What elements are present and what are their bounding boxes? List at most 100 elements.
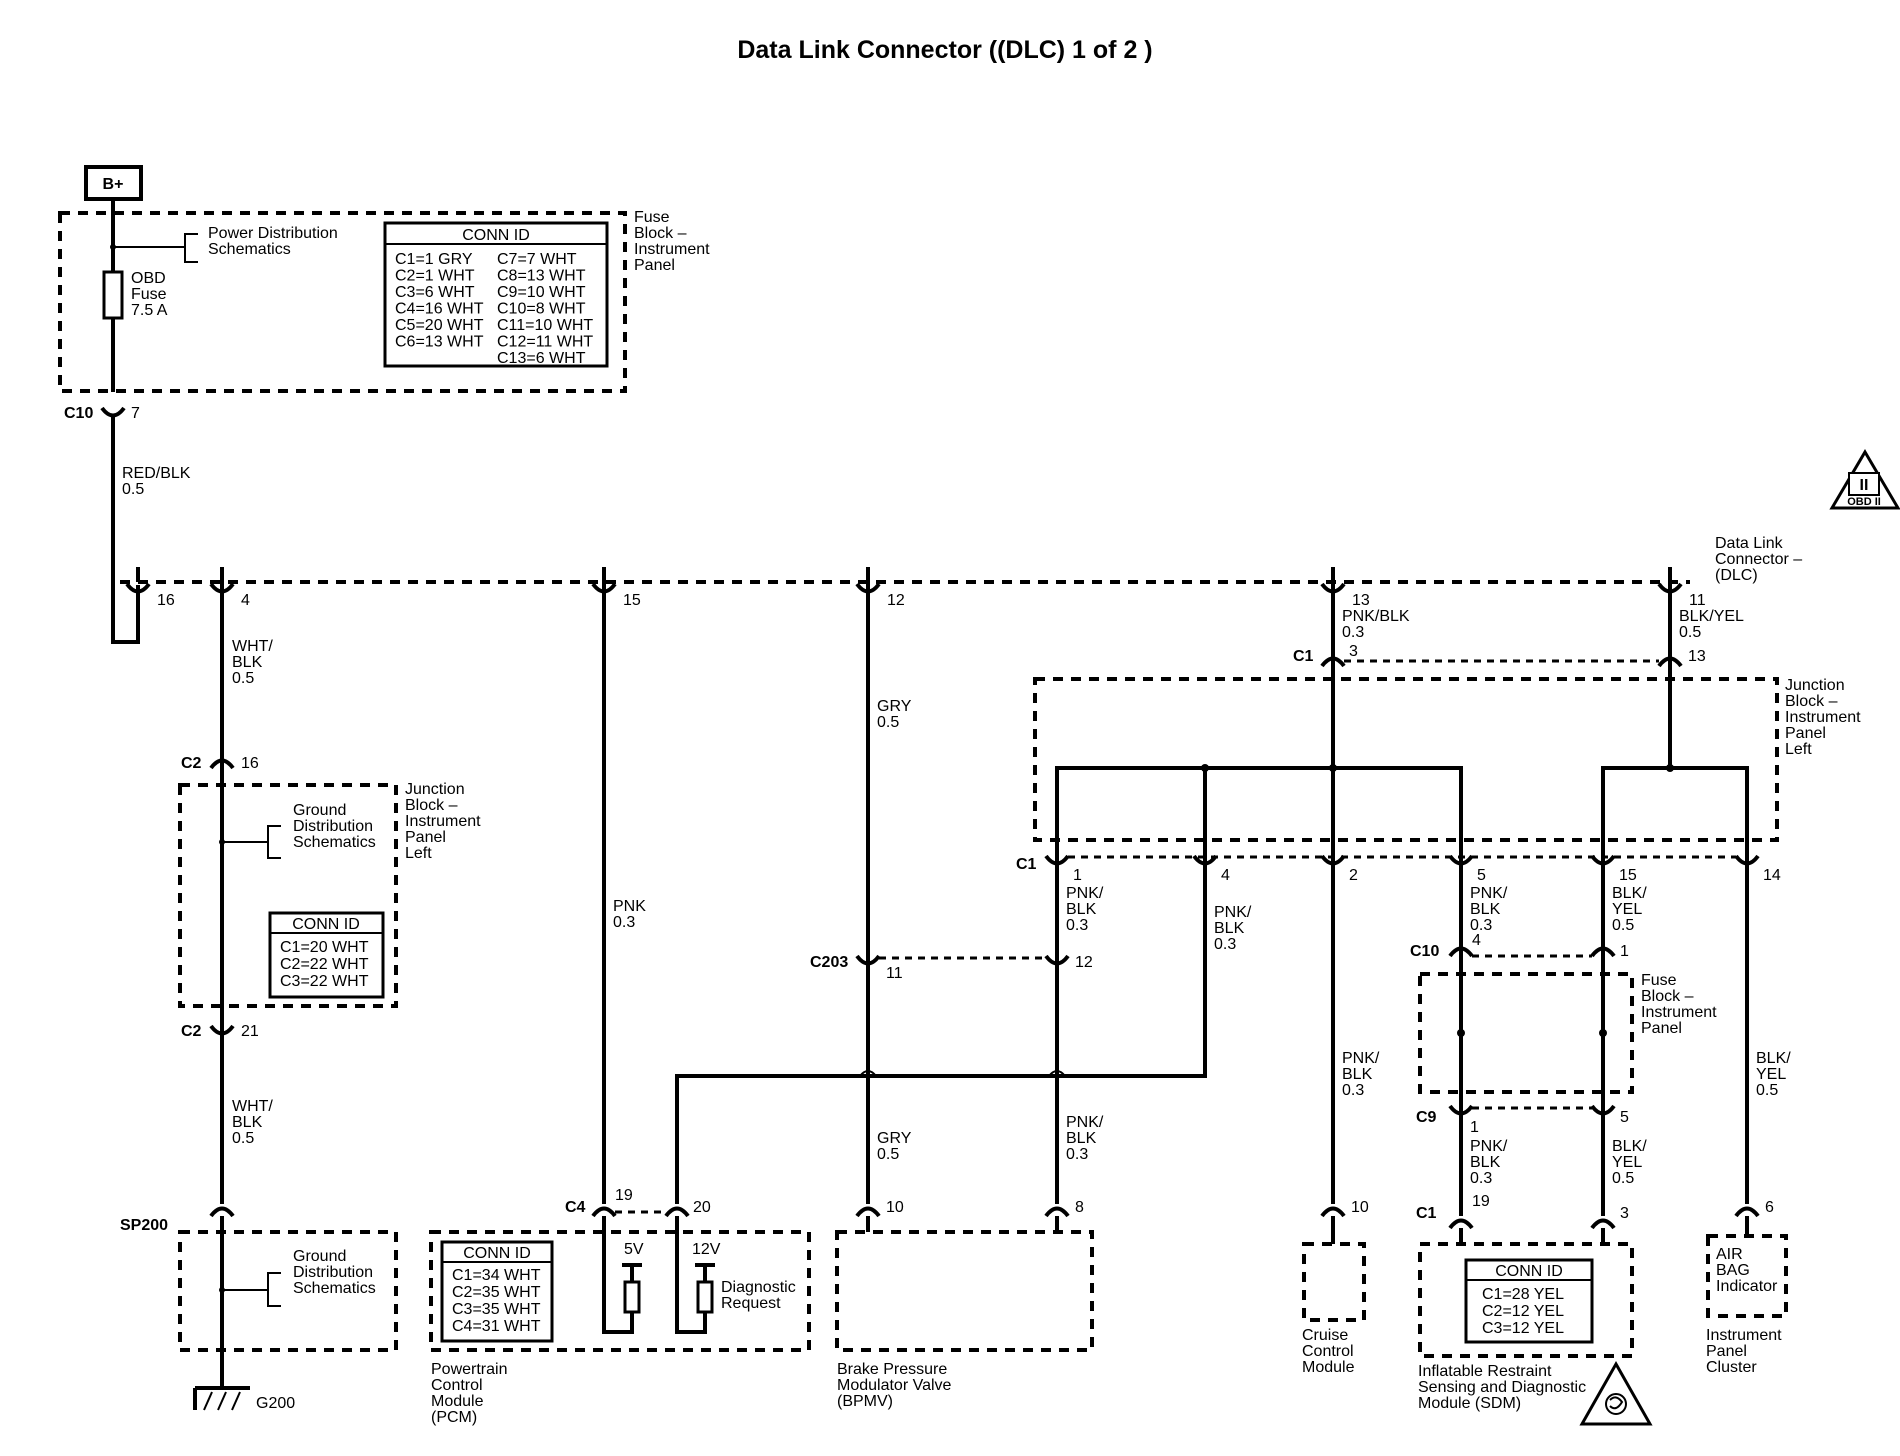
svg-text:(PCM): (PCM) (431, 1409, 477, 1426)
pcm-12v-resistor (675, 1216, 715, 1334)
svg-text:0.5: 0.5 (1612, 1170, 1634, 1187)
svg-text:C1=20 WHT: C1=20 WHT (280, 939, 369, 956)
cruise-module-name: Cruise Control Module (1302, 1327, 1355, 1376)
svg-text:(BPMV): (BPMV) (837, 1393, 893, 1410)
dlc-pin-socket (125, 582, 151, 594)
svg-text:Indicator: Indicator (1716, 1278, 1778, 1295)
wht-blk-label-b: WHT/ BLK 0.5 (232, 1098, 273, 1147)
c1-jb-pin-number: 15 (1619, 867, 1637, 884)
svg-text:C3=12 YEL: C3=12 YEL (1482, 1320, 1564, 1337)
svg-text:0.3: 0.3 (1342, 624, 1364, 641)
svg-text:C3=35 WHT: C3=35 WHT (452, 1301, 541, 1318)
svg-text:PNK/: PNK/ (1470, 885, 1508, 902)
c9-label: C9 (1416, 1109, 1437, 1126)
sdm-conn-id-rows: C1=28 YEL C2=12 YEL C3=12 YEL (1482, 1286, 1564, 1337)
svg-text:BLK: BLK (1342, 1066, 1373, 1083)
conn-id-left-row: C3=6 WHT (395, 284, 475, 301)
c2-label-b: C2 (181, 1023, 202, 1040)
svg-text:C2=35 WHT: C2=35 WHT (452, 1284, 541, 1301)
svg-text:Schematics: Schematics (293, 834, 376, 851)
svg-text:RED/BLK: RED/BLK (122, 465, 191, 482)
svg-text:PNK/BLK: PNK/BLK (1342, 608, 1410, 625)
fuse-block-ip-outline (58, 211, 627, 393)
svg-text:OBD II: OBD II (1847, 496, 1881, 508)
svg-text:PNK/: PNK/ (1066, 885, 1104, 902)
svg-text:0.5: 0.5 (1612, 917, 1634, 934)
svg-text:Powertrain: Powertrain (431, 1361, 507, 1378)
ground-distribution-ref-b: Ground Distribution Schematics (293, 1248, 376, 1297)
connector-c1-3 (1320, 656, 1346, 668)
dlc-pin-number: 15 (623, 592, 641, 609)
junction-block-ip-left-b-outline (1033, 677, 1779, 842)
bpmv-name: Brake Pressure Modulator Valve (BPMV) (837, 1361, 952, 1410)
junction-block-ip-left-a-outline (178, 783, 398, 1008)
svg-text:YEL: YEL (1612, 1154, 1642, 1171)
svg-text:PNK: PNK (613, 898, 646, 915)
svg-text:Instrument: Instrument (1641, 1004, 1717, 1021)
c10-label: C10 (64, 405, 93, 422)
pcm-12v-label: 12V (692, 1241, 721, 1258)
svg-text:YEL: YEL (1612, 901, 1642, 918)
svg-text:Cruise: Cruise (1302, 1327, 1348, 1344)
svg-text:Connector –: Connector – (1715, 551, 1802, 568)
connector-c10-fb-1 (1590, 946, 1616, 958)
c203-label: C203 (810, 954, 848, 971)
svg-text:0.5: 0.5 (232, 1130, 254, 1147)
connector-bpmv-10 (855, 1206, 881, 1218)
c4-pin-19: 19 (615, 1187, 633, 1204)
diagnostic-request-bus (675, 853, 1207, 1204)
pcm-name: Powertrain Control Module (PCM) (431, 1361, 507, 1426)
conn-id-right-row: C10=8 WHT (497, 301, 586, 318)
svg-text:Instrument: Instrument (405, 813, 481, 830)
c203-pin-12: 12 (1075, 954, 1093, 971)
g200-label: G200 (256, 1395, 295, 1412)
c10-fb-pin-1: 1 (1620, 943, 1629, 960)
svg-text:(DLC): (DLC) (1715, 567, 1758, 584)
blk-yel-label-14: BLK/ YEL 0.5 (1756, 1050, 1791, 1099)
sdm-warning-triangle-icon (1579, 1360, 1653, 1426)
c203-pin-11: 11 (886, 965, 903, 982)
ground-ref-bracket-b (267, 1272, 281, 1307)
conn-id-right-row: C8=13 WHT (497, 268, 586, 285)
air-bag-indicator-label: AIR BAG Indicator (1716, 1246, 1778, 1295)
svg-text:Control: Control (431, 1377, 483, 1394)
conn-id-left-row: C6=13 WHT (395, 334, 484, 351)
connector-sp200 (209, 1206, 235, 1218)
svg-text:Left: Left (1785, 741, 1812, 758)
power-distribution-ref: Power Distribution Schematics (208, 225, 338, 258)
pcm-conn-id-table (440, 1240, 554, 1343)
connector-c2-21 (209, 1024, 235, 1036)
pnk-blk-label-5: PNK/ BLK 0.3 (1470, 885, 1508, 934)
svg-text:BLK/: BLK/ (1756, 1050, 1791, 1067)
connector-c2-16 (209, 758, 235, 770)
svg-text:Panel: Panel (1706, 1343, 1747, 1360)
dlc-pin-number: 12 (887, 592, 905, 609)
fuse-block-conn-id-table (383, 221, 609, 368)
svg-text:BLK: BLK (232, 654, 263, 671)
c1-top-pin-13: 13 (1688, 648, 1706, 665)
sp200-outline (178, 1230, 398, 1352)
red-blk-loop (111, 565, 140, 644)
svg-text:0.3: 0.3 (1214, 936, 1236, 953)
c1-jb-pin-number: 2 (1349, 867, 1358, 884)
svg-text:Panel: Panel (405, 829, 446, 846)
wht-blk-label-a: WHT/ BLK 0.5 (232, 638, 273, 687)
conn-id-right-row: C13=6 WHT (497, 350, 586, 367)
pnk-blk-top-label: PNK/BLK 0.3 (1342, 608, 1410, 641)
conn-id-right-row: C7=7 WHT (497, 251, 577, 268)
svg-text:C4=31 WHT: C4=31 WHT (452, 1318, 541, 1335)
c2-pin-16: 16 (241, 755, 259, 772)
svg-text:Ground: Ground (293, 802, 346, 819)
svg-text:PNK/: PNK/ (1066, 1114, 1104, 1131)
gry-wire-label-a: GRY 0.5 (877, 698, 912, 731)
svg-text:PNK/: PNK/ (1342, 1050, 1380, 1067)
c1-top-pin-3: 3 (1349, 643, 1358, 660)
svg-text:Instrument: Instrument (1706, 1327, 1782, 1344)
ground-ref-bracket-a (267, 825, 281, 859)
bpmv-pin-8: 8 (1075, 1199, 1084, 1216)
svg-text:Power Distribution: Power Distribution (208, 225, 338, 242)
junction-block-ip-left-a-label: Junction Block – Instrument Panel Left (405, 781, 481, 862)
